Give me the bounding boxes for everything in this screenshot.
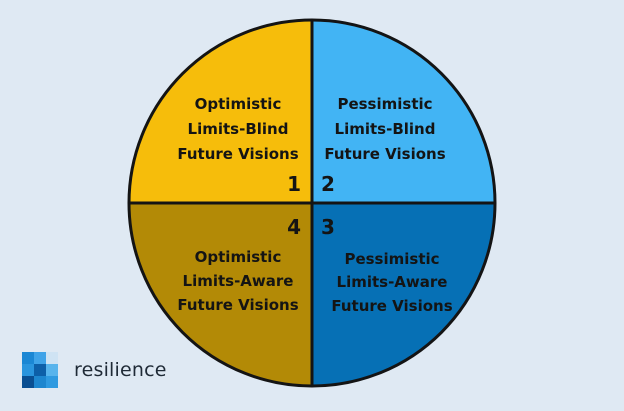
quadrant-2-line-1: Pessimistic [337, 95, 432, 113]
logo-tile [46, 352, 58, 364]
quadrant-top-right [312, 20, 495, 203]
quadrant-3-line-3: Future Visions [331, 297, 452, 315]
quadrant-4-number: 4 [287, 215, 301, 239]
logo-tile [22, 352, 34, 364]
logo-text: resilience [74, 359, 167, 381]
logo-tile [46, 376, 58, 388]
circle-outline [127, 18, 497, 388]
quadrant-2-number: 2 [321, 172, 335, 196]
resilience-logo-icon [22, 352, 58, 388]
quadrant-2-line-2: Limits-Blind [335, 120, 436, 138]
logo-tile [34, 364, 46, 376]
logo-tile [22, 376, 34, 388]
quadrant-1-number: 1 [287, 172, 301, 196]
quadrant-1-line-3: Future Visions [177, 145, 298, 163]
resilience-logo: resilience [22, 352, 167, 388]
logo-tile [22, 364, 34, 376]
quadrant-top-left [129, 20, 312, 203]
quadrant-3-number: 3 [321, 215, 335, 239]
quadrant-3-line-2: Limits-Aware [337, 273, 448, 291]
quadrant-4-line-1: Optimistic [195, 248, 282, 266]
quadrant-4-line-3: Future Visions [177, 296, 298, 314]
quadrant-4-line-2: Limits-Aware [183, 272, 294, 290]
logo-tile [34, 376, 46, 388]
quadrant-3-line-1: Pessimistic [344, 250, 439, 268]
quadrant-1-line-1: Optimistic [195, 95, 282, 113]
logo-tile [46, 364, 58, 376]
quadrant-1-line-2: Limits-Blind [188, 120, 289, 138]
quadrant-2-line-3: Future Visions [324, 145, 445, 163]
logo-tile [34, 352, 46, 364]
quadrant-bottom-left [129, 203, 312, 386]
quadrant-bottom-right [312, 203, 495, 386]
